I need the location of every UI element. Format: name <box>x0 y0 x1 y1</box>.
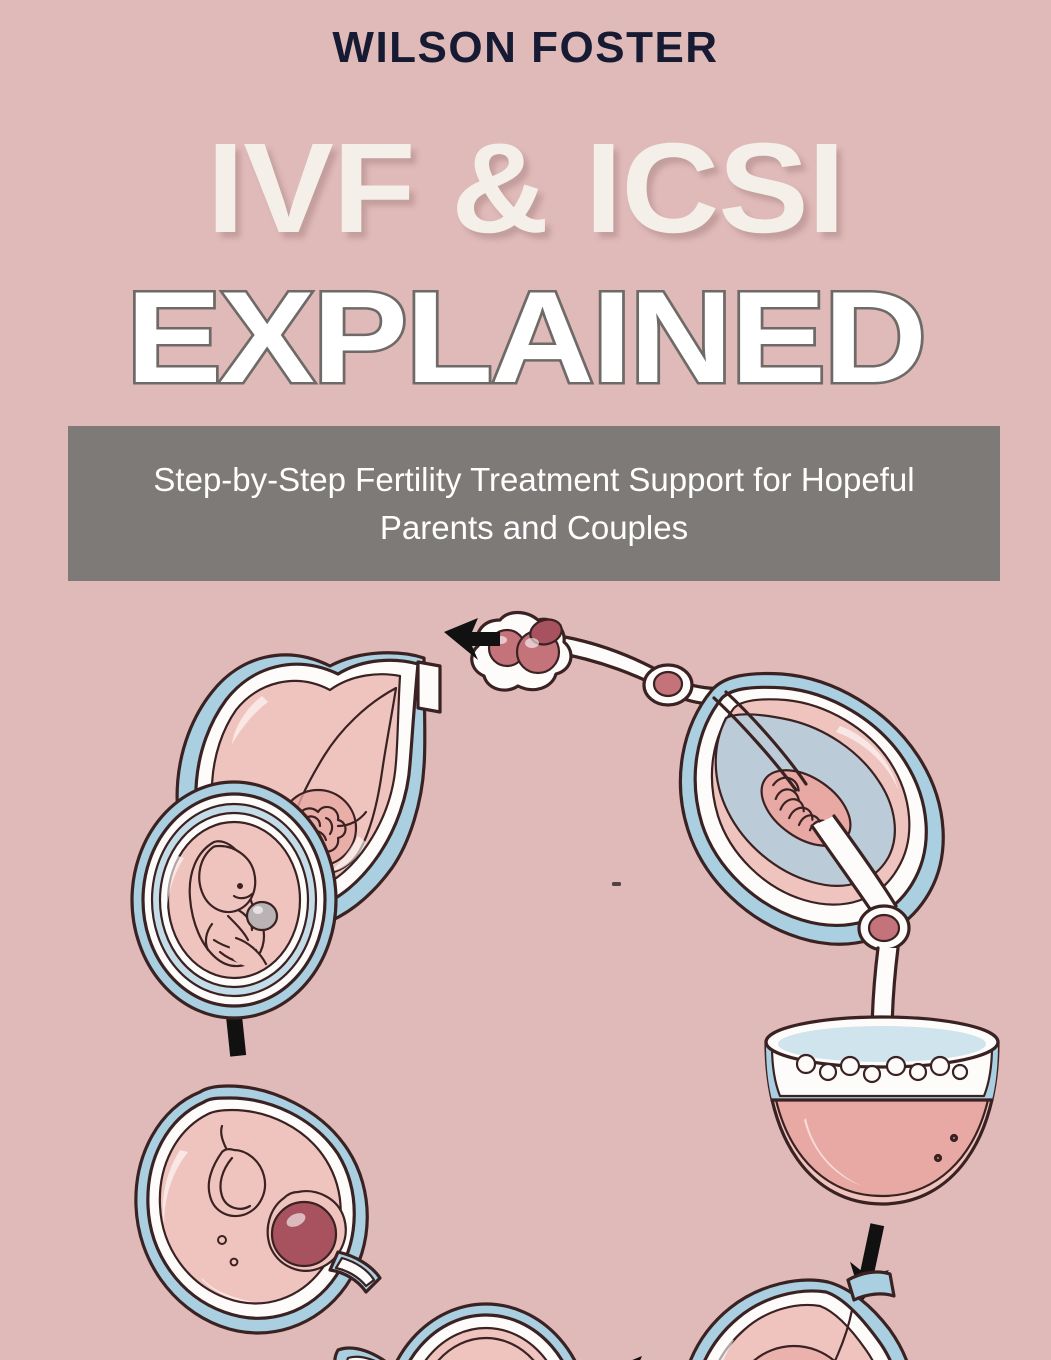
step-ovary-egg-retrieval <box>678 671 945 1040</box>
center-dot <box>612 882 621 886</box>
subtitle-bar: Step-by-Step Fertility Treatment Support… <box>68 426 1000 581</box>
step-petri-dish-fertilization <box>764 1015 1000 1206</box>
step-ovary-follicle <box>134 1084 382 1335</box>
step-uterus-twins <box>333 1302 577 1360</box>
step-fetus-development <box>130 780 338 1020</box>
arrow-left-top <box>444 618 500 660</box>
subtitle-text: Step-by-Step Fertility Treatment Support… <box>153 460 915 546</box>
title-line-2: EXPLAINED <box>123 264 929 410</box>
ivf-cycle-illustration: .ol { stroke:#3b2222; stroke-width:3.2; … <box>0 580 1051 1360</box>
step-uterus-implantation <box>689 1270 908 1360</box>
title-line-1: IVF & ICSI <box>206 117 846 260</box>
step-embryo-transfer-catheter <box>470 610 750 707</box>
author-name: WILSON FOSTER <box>332 23 719 72</box>
arrow-left-bottom <box>632 1356 642 1360</box>
